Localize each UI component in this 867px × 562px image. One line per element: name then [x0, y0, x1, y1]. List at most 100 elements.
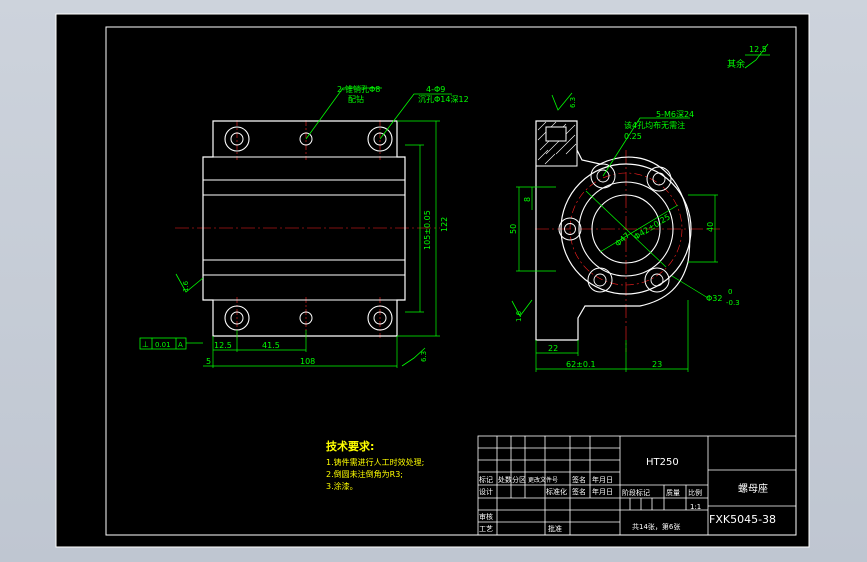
sheet-outer: [55, 13, 810, 548]
header-date: 年月日: [592, 475, 613, 484]
callout-leader-pin-holes: [305, 87, 382, 140]
callout-thread-line2: 该4孔均布无需注: [624, 120, 685, 130]
roughness-bottom: 6.3: [420, 351, 428, 362]
tolerance-symbol: ⊥: [142, 340, 149, 349]
material-label: HT250: [646, 457, 679, 468]
dim-bottom-left: 12.5: [214, 341, 232, 350]
header-standard: 标准化: [546, 487, 567, 496]
dim-right-height: 40: [706, 222, 715, 232]
roughness-symbol-side-top: [551, 92, 573, 111]
tech-req-item-2: 2.倒圆未注倒角为R3;: [326, 469, 403, 479]
title-block-text: HT250 螺母座 FXK5045-38 1:1 共14张，第6张 标记 处数 …: [479, 457, 776, 533]
side-hole-1: [590, 163, 616, 189]
process-label: 工艺: [479, 525, 493, 533]
dim-width: 108: [300, 357, 315, 366]
dim-radial-line-2: [599, 204, 679, 253]
dim-small-left: 5: [206, 357, 211, 366]
header-signature: 签名: [572, 475, 586, 484]
corner-roughness-value: 12.5: [749, 45, 767, 54]
counterbore-hole-bot-right-inner: [373, 311, 387, 325]
dim-leader-diameter: [671, 275, 709, 299]
counterbore-hole-top-left-inner: [230, 132, 244, 146]
side-hole-4-inner: [593, 273, 607, 287]
header-zone: 分区: [512, 475, 526, 484]
dim-side-bottom-right: 23: [652, 360, 662, 369]
callout-leader-thread: [602, 117, 690, 177]
side-hole-3: [558, 217, 582, 241]
geometric-tolerance-frame: ⊥ 0.01 A: [139, 337, 203, 350]
header-signature-2: 签名: [572, 487, 586, 496]
tolerance-datum: A: [178, 341, 183, 349]
sheet-frame: [105, 26, 797, 536]
side-section-boss: [535, 120, 578, 167]
dim-diameter-bottom: Φ32: [706, 294, 722, 303]
callout-counterbore-line2: 沉孔Φ14深12: [418, 95, 469, 104]
roughness-symbol-bottom: [401, 347, 426, 367]
side-hole-2-inner: [652, 172, 666, 186]
tech-req-item-3: 3.涂漆。: [326, 481, 358, 491]
callout-pin-holes-line1: 2-锥销孔Φ8: [337, 84, 380, 94]
scale-label: 比例: [688, 488, 702, 497]
callout-thread-line3: 0.25: [624, 132, 642, 141]
side-hole-4: [587, 267, 613, 293]
dim-diameter-upper: 0: [728, 288, 732, 296]
dim-diameter-lower: -0.3: [726, 299, 740, 307]
roughness-side: 1.6: [515, 310, 523, 322]
side-flange-outer: [560, 163, 692, 295]
side-section-hole: [545, 126, 567, 142]
roughness-side-top: 6.3: [569, 97, 577, 108]
tech-req-title: 技术要求:: [326, 439, 374, 453]
side-pitch-circle: [569, 172, 683, 286]
header-date-2: 年月日: [592, 487, 613, 496]
corner-roughness: 其余 12.5: [727, 43, 770, 70]
counterbore-hole-top-right: [367, 126, 393, 152]
front-view[interactable]: 2-锥销孔Φ8 配钻 4-Φ9 沉孔Φ14深12 105±0.05 122 12…: [139, 84, 469, 368]
counterbore-hole-top-right-inner: [373, 132, 387, 146]
technical-requirements: 技术要求: 1.铸件需进行人工时效处理; 2.倒圆未注倒角为R3; 3.涂漆。: [326, 439, 424, 491]
side-hole-5: [644, 267, 670, 293]
header-change-doc: 更改文件号: [528, 476, 558, 484]
review-label: 审核: [479, 512, 493, 521]
weight-label: 质量: [666, 488, 680, 497]
counterbore-hole-top-left: [224, 126, 250, 152]
pin-hole-top: [299, 132, 313, 146]
approve-label: 批准: [548, 524, 562, 533]
dim-pitch: 41.5: [262, 341, 280, 350]
dim-radial-line-1: [585, 190, 667, 268]
callout-counterbore-line1: 4-Φ9: [426, 85, 445, 94]
side-body-outline: [535, 120, 691, 341]
scale-value: 1:1: [690, 503, 701, 511]
side-hole-5-inner: [650, 273, 664, 287]
part-name: 螺母座: [738, 482, 768, 495]
roughness-symbol-side: [511, 299, 533, 317]
stage-mark-label: 阶段标记: [622, 488, 650, 497]
side-flange-inner: [578, 181, 674, 277]
callout-pin-holes-line2: 配钻: [348, 94, 364, 104]
drawing-number: FXK5045-38: [709, 513, 776, 526]
roughness-left: 1.6: [182, 280, 190, 292]
tech-req-item-1: 1.铸件需进行人工时效处理;: [326, 457, 424, 467]
pin-hole-bottom: [299, 311, 313, 325]
side-hole-3-inner: [564, 223, 576, 235]
sheet-info: 共14张，第6张: [632, 522, 680, 531]
counterbore-hole-bot-right: [367, 305, 393, 331]
counterbore-hole-bot-left-inner: [230, 311, 244, 325]
dim-side-bottom-left: 22: [548, 344, 558, 353]
tolerance-value: 0.01: [155, 341, 171, 349]
side-bore: [591, 194, 661, 264]
header-count: 处数: [498, 475, 512, 484]
title-block[interactable]: [477, 435, 797, 536]
side-hole-2: [646, 166, 672, 192]
dim-height-inner: 105±0.05: [423, 210, 432, 250]
dim-height: 122: [440, 217, 449, 232]
header-mark: 标记: [479, 475, 493, 484]
callout-leader-counterbore: [379, 93, 452, 140]
side-hole-1-inner: [596, 169, 610, 183]
header-design: 设计: [479, 487, 493, 496]
dim-top-left: 8: [523, 197, 532, 202]
dim-left-height: 50: [509, 224, 518, 234]
callout-thread-line1: 5-M6深24: [656, 110, 694, 119]
dim-side-bottom-center: 62±0.1: [566, 360, 596, 369]
